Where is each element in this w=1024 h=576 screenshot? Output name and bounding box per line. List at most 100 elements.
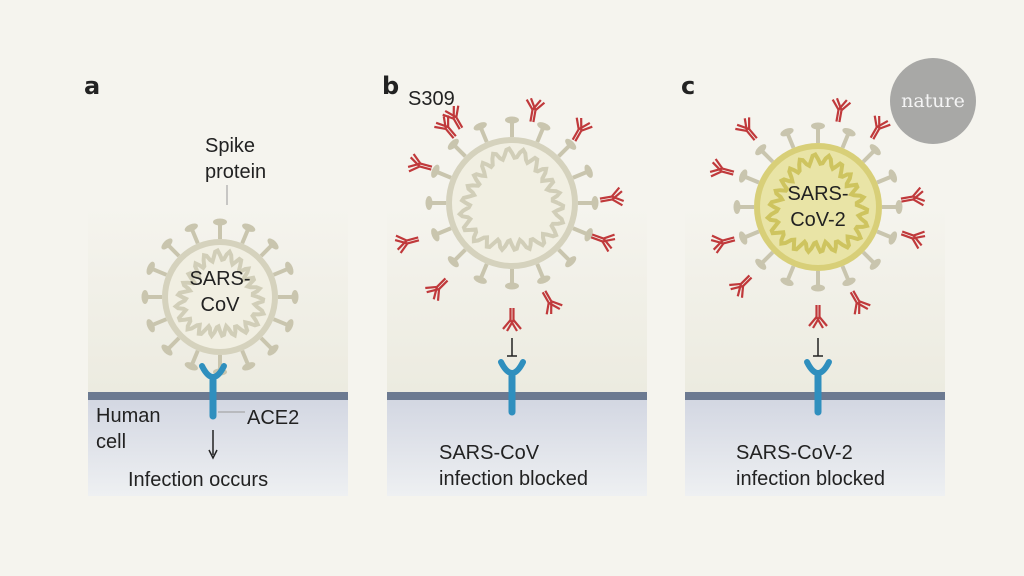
- spike-head: [431, 164, 440, 178]
- antibody-chain: [838, 110, 843, 123]
- antibody-chain: [406, 236, 419, 242]
- nature-logo: nature: [890, 58, 976, 144]
- antibody-chain: [408, 165, 421, 173]
- virus-particle: [425, 116, 599, 290]
- antibody-chain: [610, 186, 621, 198]
- s309-antibody: [571, 117, 593, 142]
- antibody-chain: [455, 116, 464, 129]
- antibody-chain: [447, 126, 457, 137]
- antibody-chain: [729, 282, 742, 287]
- antibody-chain: [723, 239, 736, 245]
- spike-head: [184, 223, 198, 232]
- antibody-chain: [735, 127, 748, 133]
- antibody-chain: [901, 198, 914, 203]
- antibody-chain: [837, 99, 848, 111]
- antibody-chain: [722, 236, 735, 242]
- antibody-chain: [748, 117, 751, 130]
- s309-antibody: [502, 308, 522, 332]
- panel-a-label: a: [84, 72, 101, 100]
- antibody-chain: [743, 118, 748, 132]
- antibody-chain: [730, 284, 744, 291]
- spike-head: [505, 116, 519, 124]
- antibody-chain: [455, 105, 460, 118]
- s309-antibody: [394, 234, 420, 254]
- antibody-chain: [591, 233, 604, 240]
- antibody-chain: [831, 99, 840, 111]
- antibody-chain: [436, 288, 441, 301]
- antibody-chain: [541, 291, 550, 304]
- antibody-chain: [912, 195, 926, 203]
- s309-antibody: [442, 105, 464, 130]
- spike-head: [591, 196, 599, 210]
- spike-head: [213, 218, 227, 226]
- s309-antibody: [735, 117, 758, 141]
- antibody-chain: [574, 130, 583, 142]
- antibody-chain: [550, 301, 553, 315]
- spike-head: [565, 138, 577, 150]
- spike-head: [537, 275, 551, 284]
- antibody-chain: [818, 316, 828, 327]
- spike-head: [267, 238, 279, 250]
- antibody-chain: [502, 319, 512, 330]
- s309-antibody: [710, 234, 736, 254]
- spike-head: [141, 290, 149, 304]
- antibody-chain: [395, 234, 408, 242]
- human-cell-label: Human cell: [96, 405, 161, 453]
- antibody-chain: [434, 125, 447, 131]
- antibody-chain: [445, 128, 455, 139]
- spike-head: [811, 284, 825, 292]
- antibody-chain: [873, 115, 878, 128]
- spike-head: [842, 127, 856, 137]
- spike-head: [285, 319, 294, 333]
- antibody-chain: [872, 128, 881, 140]
- spike-head: [584, 164, 593, 178]
- panel-c-label: c: [681, 72, 696, 100]
- spike-head: [584, 228, 593, 242]
- antibody-chain: [442, 116, 447, 130]
- antibody-chain: [711, 234, 724, 242]
- antibody-chain: [506, 319, 515, 332]
- s309-antibody: [831, 97, 852, 123]
- antibody-chain: [740, 274, 751, 285]
- antibody-chain: [852, 290, 861, 302]
- spike-head: [473, 275, 487, 284]
- spike-head: [755, 258, 767, 270]
- s309-antibody: [599, 186, 625, 207]
- antibody-chain: [419, 165, 432, 171]
- antibody-chain: [580, 125, 593, 132]
- s309-antibody: [590, 233, 616, 253]
- antibody-chain: [407, 239, 420, 245]
- antibody-chain: [746, 130, 756, 141]
- viral-rna: [764, 152, 870, 255]
- spike-head: [780, 277, 794, 287]
- antibody-chain: [545, 302, 550, 315]
- antibody-chain: [911, 186, 922, 198]
- spike-head: [888, 231, 898, 245]
- antibody-chain: [748, 128, 758, 139]
- spike-head: [811, 122, 825, 130]
- spike-head: [895, 200, 903, 214]
- s309-antibody: [541, 290, 563, 315]
- ace2-label: ACE2: [247, 407, 300, 429]
- spike-head: [161, 344, 173, 356]
- spike-head: [738, 169, 748, 183]
- antibody-chain: [425, 285, 438, 290]
- antibody-chain: [853, 302, 858, 315]
- cell-interior: [387, 400, 647, 496]
- antibody-chain: [611, 195, 625, 203]
- antibody-chain: [578, 122, 591, 131]
- spike-head: [291, 290, 299, 304]
- antibody-chain: [550, 300, 563, 307]
- spike-head: [755, 144, 767, 156]
- antibody-chain: [849, 291, 858, 304]
- outcome-b: SARS-CoV infection blocked: [439, 442, 588, 490]
- virus-label-sars-cov: SARS- CoV: [189, 268, 251, 316]
- antibody-chain: [438, 279, 449, 290]
- antibody-chain: [722, 167, 735, 173]
- antibody-chain: [452, 118, 461, 130]
- antibody-chain: [869, 126, 878, 139]
- spike-head: [869, 258, 881, 270]
- s309-antibody: [729, 274, 753, 298]
- antibody-chain: [714, 158, 724, 170]
